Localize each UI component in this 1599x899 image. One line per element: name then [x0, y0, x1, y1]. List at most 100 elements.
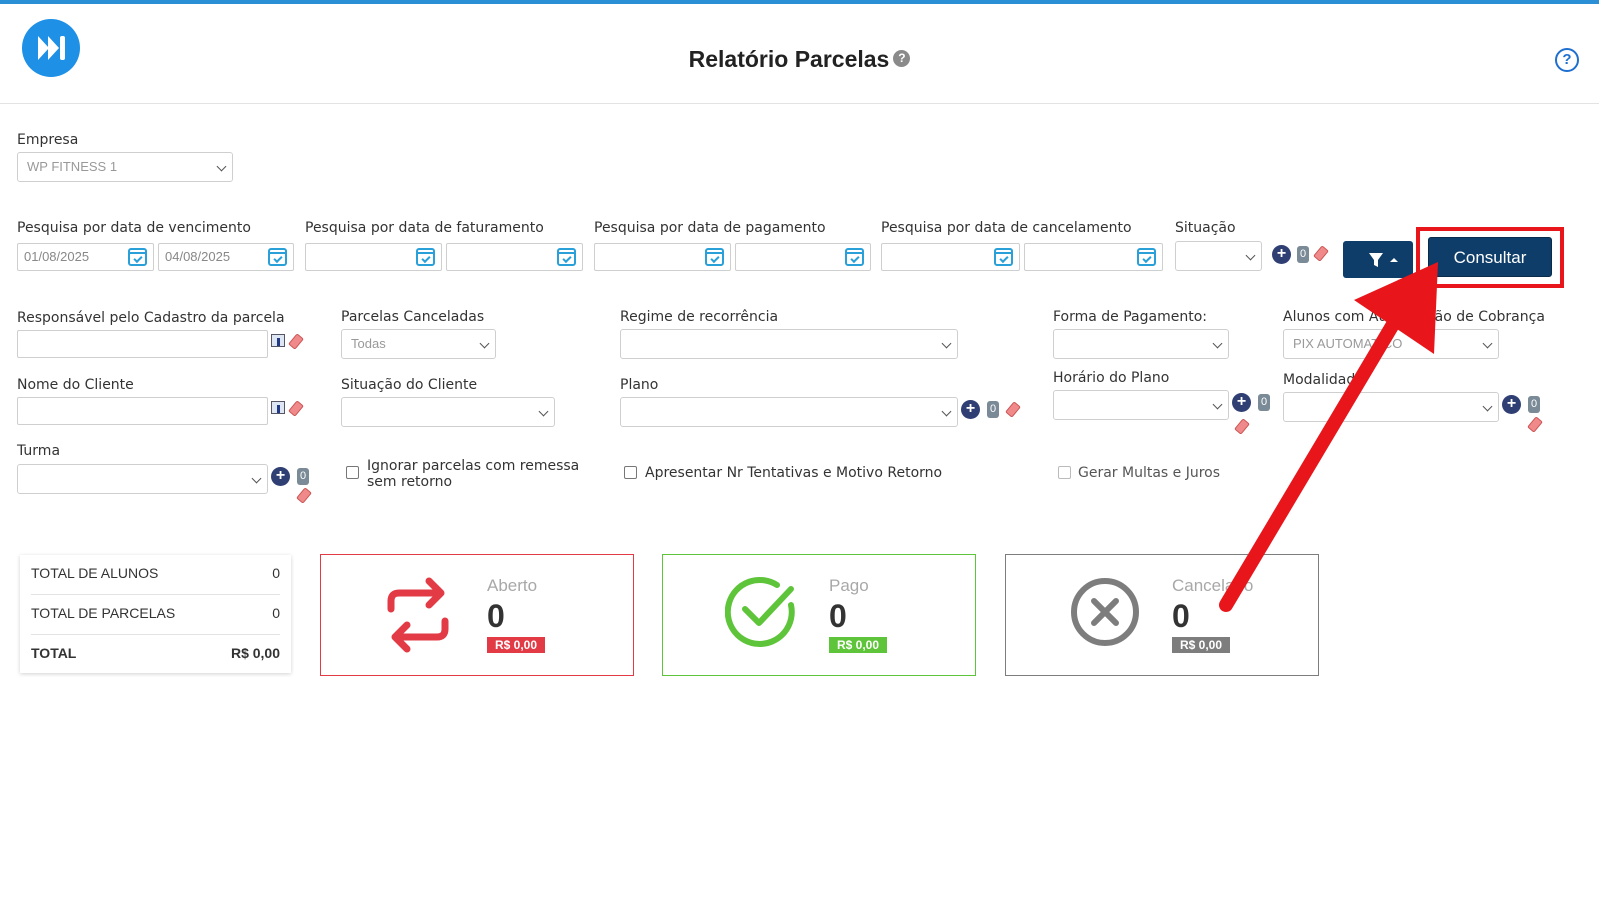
plano-eraser-icon[interactable]: [1005, 401, 1021, 418]
horario-count-badge: 0: [1258, 394, 1270, 411]
cancelamento-label: Pesquisa por data de cancelamento: [881, 220, 1132, 236]
situacao-label: Situação: [1175, 220, 1236, 236]
situacao-count-badge: 0: [1297, 246, 1309, 263]
plano-select[interactable]: [620, 397, 958, 427]
situacao-eraser-icon[interactable]: [1313, 245, 1329, 262]
situacao-select[interactable]: [1175, 241, 1262, 271]
chevron-down-icon: [251, 473, 262, 484]
card-pago-value: 0: [829, 598, 847, 634]
horario-plano-select[interactable]: [1053, 390, 1229, 420]
turma-count-badge: 0: [297, 468, 309, 485]
chevron-down-icon: [941, 406, 952, 417]
card-cancelado[interactable]: Cancelado 0 R$ 0,00: [1005, 554, 1319, 676]
vencimento-to-value: 04/08/2025: [165, 249, 231, 264]
chevron-down-icon: [538, 406, 549, 417]
consultar-button[interactable]: Consultar: [1428, 237, 1552, 277]
pagamento-from-input[interactable]: [594, 243, 731, 271]
cancelamento-from-input[interactable]: [881, 243, 1020, 271]
filter-button[interactable]: [1343, 241, 1413, 278]
turma-select[interactable]: [17, 464, 268, 494]
parcelas-canceladas-select[interactable]: Todas: [341, 329, 496, 359]
calendar-icon[interactable]: [128, 248, 147, 266]
plano-count-badge: 0: [987, 401, 999, 418]
info-icon[interactable]: [271, 401, 285, 414]
parcelas-canceladas-label: Parcelas Canceladas: [341, 309, 485, 325]
horario-plano-label: Horário do Plano: [1053, 370, 1170, 386]
forma-pagamento-select[interactable]: [1053, 329, 1229, 359]
parcelas-canceladas-value: Todas: [351, 336, 386, 351]
chevron-down-icon: [1245, 250, 1256, 261]
ignorar-checkbox[interactable]: [346, 466, 359, 479]
card-pago[interactable]: Pago 0 R$ 0,00: [662, 554, 976, 676]
total-parcelas-row: TOTAL DE PARCELAS 0: [31, 595, 280, 635]
title-help-icon[interactable]: ?: [893, 50, 911, 68]
card-cancelado-label: Cancelado: [1172, 576, 1254, 595]
highlight-frame: [1416, 227, 1564, 288]
modalidade-eraser-icon[interactable]: [1527, 416, 1543, 433]
calendar-icon[interactable]: [1137, 248, 1156, 266]
total-parcelas-value: 0: [272, 605, 280, 621]
faturamento-from-input[interactable]: [305, 243, 442, 271]
card-aberto[interactable]: Aberto 0 R$ 0,00: [320, 554, 634, 676]
page-header: Relatório Parcelas? ?: [0, 4, 1599, 104]
regime-label: Regime de recorrência: [620, 309, 779, 325]
turma-add-icon[interactable]: +: [271, 467, 290, 486]
vencimento-from-input[interactable]: 01/08/2025: [17, 243, 154, 271]
horario-eraser-icon[interactable]: [1234, 418, 1250, 435]
chevron-down-icon: [1212, 338, 1223, 349]
page-title: Relatório Parcelas?: [0, 46, 1599, 73]
modalidade-count-badge: 0: [1528, 396, 1540, 413]
card-pago-amount: R$ 0,00: [829, 637, 888, 653]
info-icon[interactable]: [271, 334, 285, 347]
faturamento-to-input[interactable]: [446, 243, 583, 271]
card-cancelado-amount: R$ 0,00: [1172, 637, 1231, 653]
gerar-multas-checkbox[interactable]: [1058, 466, 1071, 479]
responsavel-eraser-icon[interactable]: [288, 333, 304, 350]
regime-select[interactable]: [620, 329, 958, 359]
situacao-cliente-select[interactable]: [341, 397, 555, 427]
help-icon[interactable]: ?: [1555, 48, 1579, 72]
alunos-autorizacao-select[interactable]: PIX AUTOMATICO: [1283, 329, 1499, 359]
situacao-add-icon[interactable]: +: [1272, 245, 1291, 264]
chevron-down-icon: [1482, 338, 1493, 349]
calendar-icon[interactable]: [845, 248, 864, 266]
repeat-icon: [387, 577, 449, 653]
calendar-icon[interactable]: [557, 248, 576, 266]
app-logo-icon[interactable]: [22, 19, 80, 77]
card-cancelado-value: 0: [1172, 598, 1190, 634]
total-alunos-row: TOTAL DE ALUNOS 0: [31, 555, 280, 595]
page-title-text: Relatório Parcelas: [688, 46, 890, 72]
calendar-icon[interactable]: [416, 248, 435, 266]
ignorar-label: Ignorar parcelas com remessa sem retorno: [367, 458, 580, 490]
chevron-down-icon: [941, 338, 952, 349]
vencimento-to-input[interactable]: 04/08/2025: [158, 243, 294, 271]
modalidade-select[interactable]: [1283, 392, 1499, 422]
apresentar-checkbox[interactable]: [624, 466, 637, 479]
pagamento-to-input[interactable]: [735, 243, 871, 271]
turma-eraser-icon[interactable]: [296, 487, 312, 504]
cancelamento-to-input[interactable]: [1024, 243, 1163, 271]
top-accent-bar: [0, 0, 1599, 4]
nome-cliente-label: Nome do Cliente: [17, 377, 134, 393]
plano-add-icon[interactable]: +: [961, 400, 980, 419]
alunos-autorizacao-label: Alunos com Autorização de Cobrança: [1283, 309, 1545, 325]
total-row: TOTAL R$ 0,00: [31, 635, 280, 675]
calendar-icon[interactable]: [994, 248, 1013, 266]
empresa-select-value: WP FITNESS 1: [27, 159, 118, 174]
turma-label: Turma: [17, 443, 61, 459]
responsavel-input[interactable]: [17, 330, 268, 358]
nome-cliente-input[interactable]: [17, 397, 268, 425]
nome-cliente-eraser-icon[interactable]: [288, 400, 304, 417]
calendar-icon[interactable]: [268, 248, 287, 266]
horario-add-icon[interactable]: +: [1232, 393, 1251, 412]
check-circle-icon: [725, 576, 795, 647]
card-aberto-amount: R$ 0,00: [487, 637, 546, 653]
total-parcelas-label: TOTAL DE PARCELAS: [31, 605, 176, 621]
modalidade-add-icon[interactable]: +: [1502, 395, 1521, 414]
empresa-select[interactable]: WP FITNESS 1: [17, 152, 233, 182]
vencimento-label: Pesquisa por data de vencimento: [17, 220, 251, 236]
filter-icon: [1369, 253, 1398, 267]
total-label: TOTAL: [31, 645, 77, 661]
calendar-icon[interactable]: [705, 248, 724, 266]
